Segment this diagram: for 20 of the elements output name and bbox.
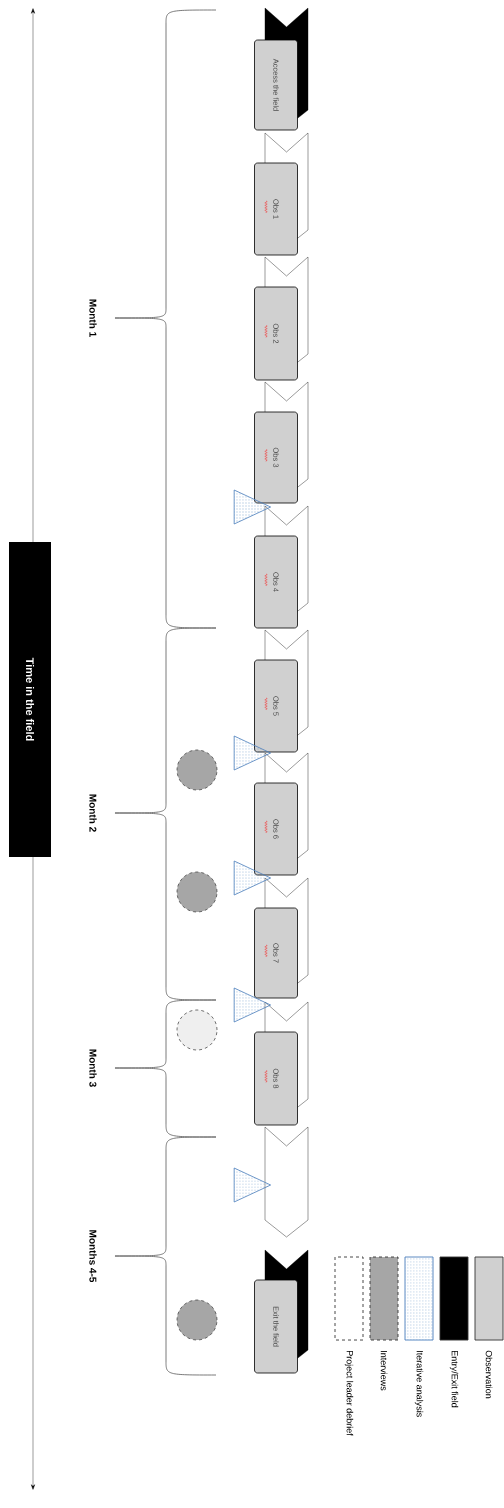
legend-label: Project leader debrief: [344, 1350, 354, 1436]
legend-label: Entry/Exit field: [449, 1350, 459, 1408]
analysis-triangle: [233, 860, 272, 896]
analysis-triangle: [233, 987, 272, 1023]
period-label: Month 2: [89, 794, 97, 832]
title-bar: Time in the field: [9, 542, 51, 857]
legend-label: Observation: [485, 1350, 493, 1399]
period-label: Month 1: [89, 299, 97, 337]
analysis-triangle: [233, 735, 272, 771]
legend-label: Interviews: [380, 1351, 388, 1391]
analysis-triangle: [233, 1167, 272, 1203]
process-step: [264, 1126, 309, 1238]
period-label: Month 3: [89, 1049, 97, 1087]
interview-circle: [176, 871, 218, 913]
interview-circle: [176, 1299, 218, 1341]
interview-circle: [176, 1009, 218, 1051]
interview-circle: [176, 749, 218, 791]
period-label: Months 4-5: [89, 1230, 97, 1283]
analysis-triangle: [233, 489, 272, 525]
legend-label: Iterative analysis: [414, 1351, 424, 1417]
